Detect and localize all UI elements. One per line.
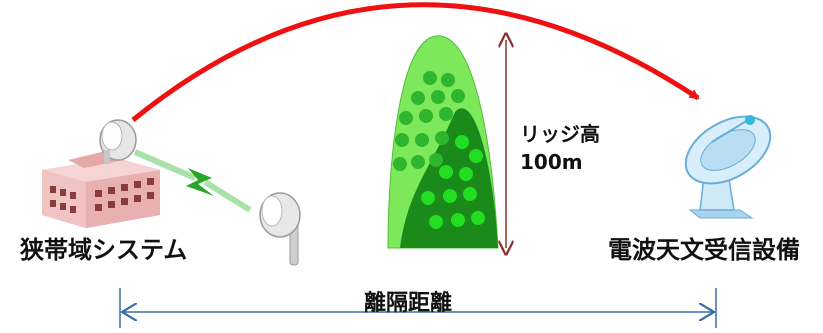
lightning-icon xyxy=(133,149,252,213)
ridge-height-title: リッジ高 xyxy=(520,122,600,146)
separation-distance-label: 離隔距離 xyxy=(364,291,453,316)
narrowband-system-label: 狭帯域システム xyxy=(20,236,188,264)
antenna-icon xyxy=(259,192,301,266)
ridge-height-value: 100m xyxy=(520,150,583,174)
interference-path-arc xyxy=(131,2,700,122)
mountain-icon xyxy=(387,35,499,249)
dish-icon xyxy=(684,115,772,219)
radio-astronomy-label: 電波天文受信設備 xyxy=(608,236,800,264)
building-icon xyxy=(42,150,160,228)
antenna-icon xyxy=(99,119,137,164)
